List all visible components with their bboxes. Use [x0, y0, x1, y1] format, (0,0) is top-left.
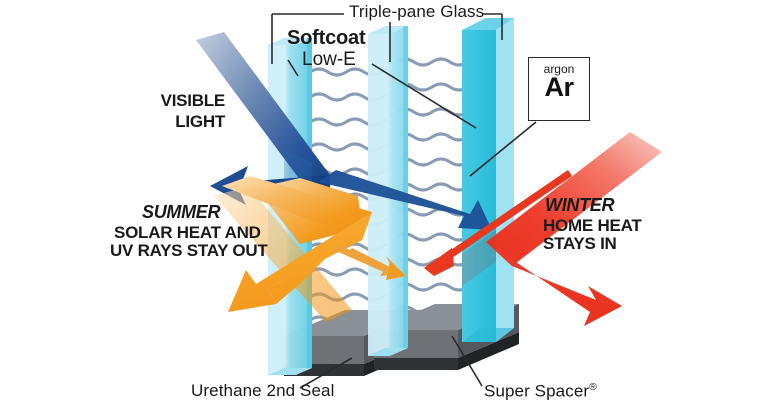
winter-heat-ray: [424, 132, 662, 326]
label-visible-light-line2: LIGHT: [175, 112, 225, 131]
label-softcoat: Softcoat: [287, 27, 366, 49]
label-winter-line2: STAYS IN: [543, 234, 617, 253]
label-summer-line2: UV RAYS STAY OUT: [110, 241, 268, 260]
inner-pane: [462, 18, 514, 342]
argon-callout-box: argon Ar: [528, 57, 590, 121]
leader-lines: [271, 13, 537, 389]
label-low-e: Low-E: [302, 49, 356, 70]
label-summer-heading: SUMMER: [142, 202, 221, 222]
label-winter-line1: HOME HEAT: [543, 216, 642, 235]
label-triple-pane-glass: Triple-pane Glass: [349, 2, 485, 21]
label-super-spacer: Super Spacer®: [484, 381, 598, 401]
urethane-seal-right: [374, 358, 458, 370]
urethane-seal-right-side: [458, 332, 519, 370]
argon-name: argon: [543, 62, 575, 76]
registered-trademark-icon: ®: [589, 381, 598, 393]
label-summer-line1: SOLAR HEAT AND: [114, 223, 261, 242]
label-winter-heading: WINTER: [545, 195, 615, 215]
label-visible-light-line1: VISIBLE: [160, 91, 226, 110]
summer-solar-ray: [214, 176, 406, 322]
super-spacer-text: Super Spacer: [484, 381, 590, 401]
argon-symbol: Ar: [544, 72, 574, 102]
label-urethane-seal: Urethane 2nd Seal: [191, 381, 335, 400]
